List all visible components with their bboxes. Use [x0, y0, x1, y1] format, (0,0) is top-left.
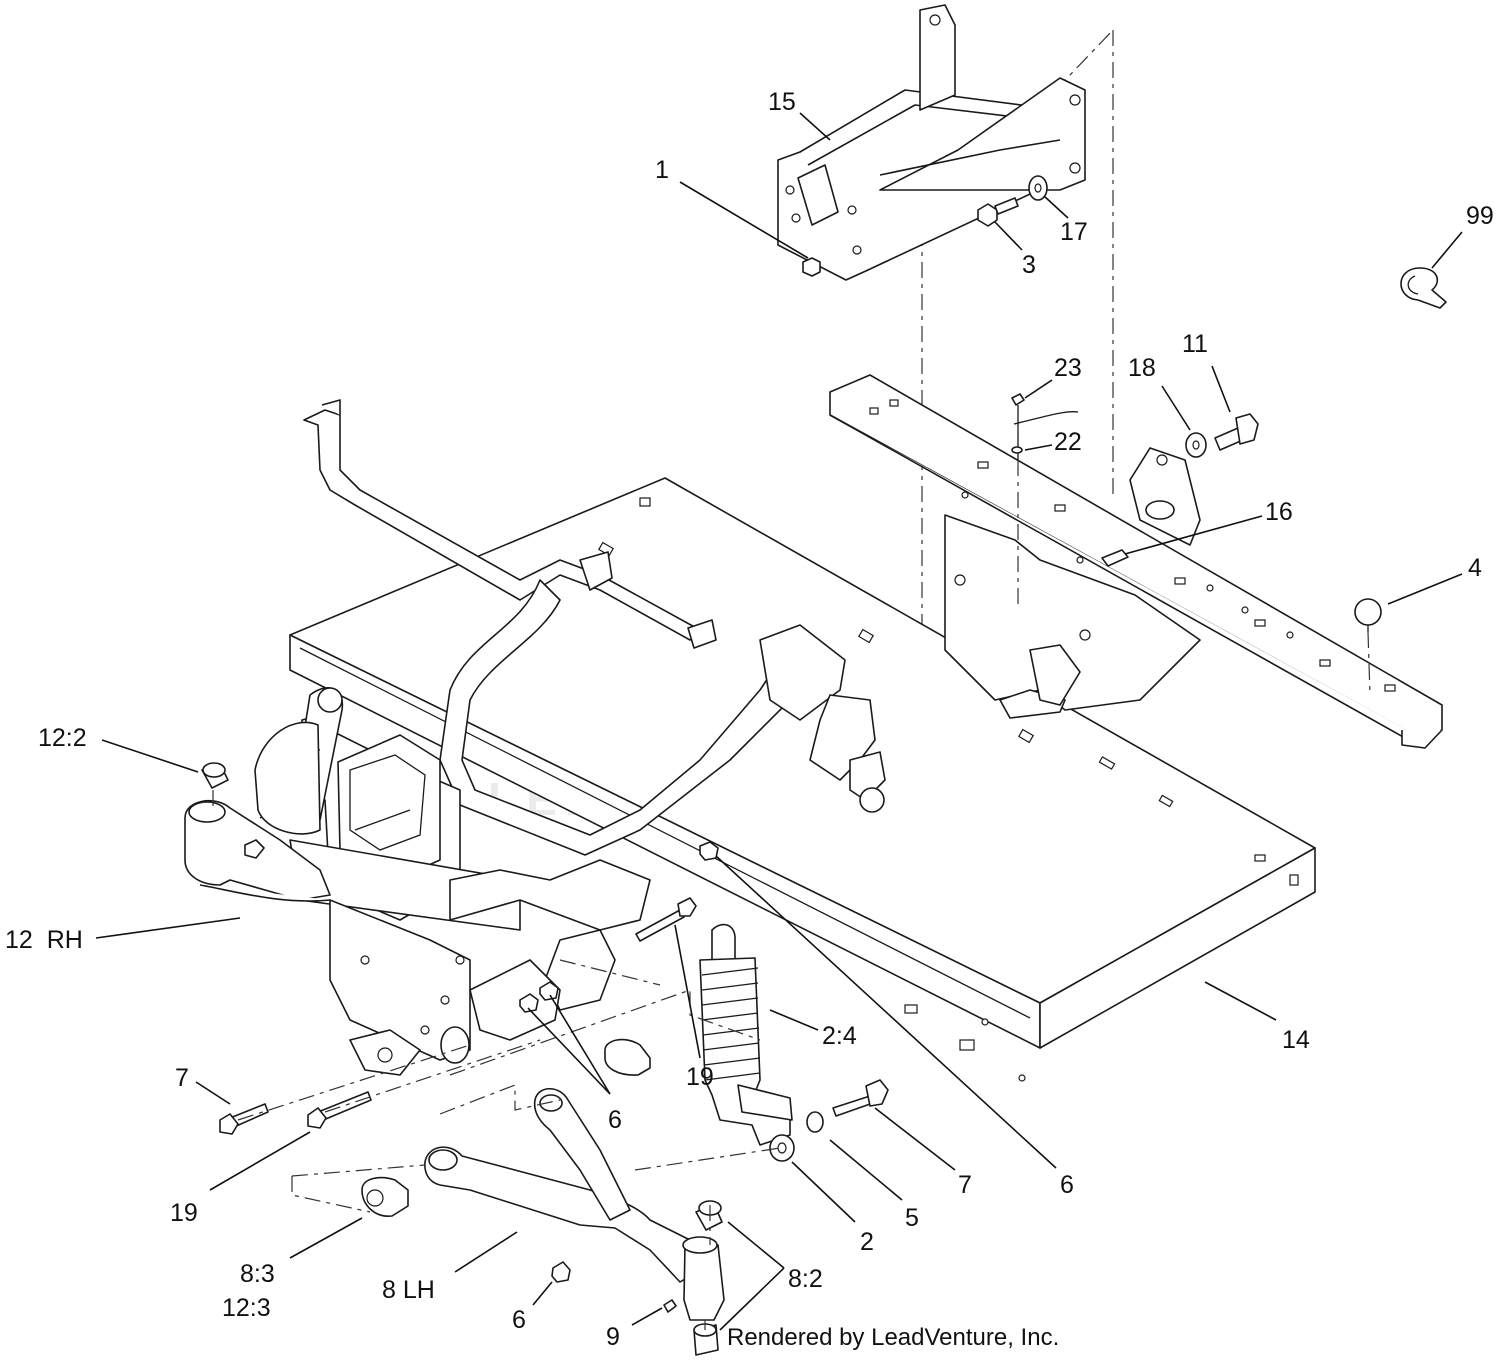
callout-19-right: 19: [686, 1063, 714, 1091]
callout-7-left: 7: [175, 1064, 189, 1092]
washer-5: [806, 1111, 824, 1133]
nut-1: [802, 257, 821, 277]
nut-6-mid-a: [519, 993, 539, 1013]
lower-shock: [699, 923, 795, 1162]
hardware-rail: [1011, 393, 1259, 610]
callout-12-rh: 12 RH: [5, 926, 83, 954]
bolt-7-right: [832, 1095, 874, 1117]
nut-6-mid-b: [539, 981, 559, 1001]
callout-18: 18: [1128, 354, 1156, 382]
hardware-top: [802, 175, 1048, 277]
render-credit: Rendered by LeadVenture, Inc.: [727, 1324, 1059, 1351]
hardware-lower: [219, 841, 889, 1313]
callout-2-4: 2:4: [822, 1022, 857, 1050]
nut-6-right: [699, 841, 719, 861]
callout-8-2: 8:2: [788, 1265, 823, 1293]
callout-22: 22: [1054, 428, 1082, 456]
callout-15: 15: [768, 88, 796, 116]
callout-9: 9: [606, 1323, 620, 1351]
callout-11: 11: [1182, 330, 1208, 358]
bushing-upper-mid: [604, 1038, 651, 1076]
bushing-8-3: [361, 1176, 409, 1217]
rear-tube-assembly: [777, 4, 1086, 281]
callout-12-3: 12:3: [222, 1294, 271, 1322]
rail-brackets: [944, 447, 1201, 719]
callout-6-bottom: 6: [512, 1306, 526, 1334]
callout-8-lh: 8 LH: [382, 1276, 435, 1304]
screw-23: [1011, 393, 1025, 406]
bolt-3: [977, 203, 998, 227]
callout-6-right: 6: [1060, 1171, 1074, 1199]
callout-2: 2: [860, 1228, 874, 1256]
callout-16: 16: [1265, 498, 1293, 526]
leader-lines: [95, 112, 1463, 1331]
washer-22: [1011, 446, 1023, 454]
callout-8-3: 8:3: [240, 1260, 275, 1288]
callout-14: 14: [1282, 1026, 1310, 1054]
fitting-9: [663, 1299, 677, 1313]
callout-12-2: 12:2: [38, 724, 87, 752]
callout-5: 5: [905, 1204, 919, 1232]
hose-clamp: [1400, 267, 1447, 309]
callout-6-mid: 6: [608, 1106, 622, 1134]
nut-6-bottom: [551, 1261, 571, 1283]
bolt-19-right: [635, 909, 685, 942]
callout-23: 23: [1054, 354, 1082, 382]
frame-rail: [829, 374, 1443, 749]
callout-labels: 1 15 17 3 99 23 18 11 22 16 4 12:2 12 RH…: [5, 88, 1494, 1351]
callout-99: 99: [1466, 202, 1494, 230]
upper-shock: [244, 687, 344, 859]
callout-7-right: 7: [958, 1171, 972, 1199]
knob: [1354, 598, 1382, 696]
callout-17: 17: [1060, 218, 1088, 246]
roll-bar: [303, 399, 886, 856]
callout-3: 3: [1022, 251, 1036, 279]
callout-4: 4: [1468, 554, 1482, 582]
callout-1: 1: [655, 156, 669, 184]
bolt-16: [1101, 549, 1129, 567]
front-bracket: [289, 714, 651, 1076]
lower-control-arm: [361, 1038, 725, 1356]
bolt-19-left: [317, 1091, 372, 1122]
callout-19-left: 19: [170, 1199, 198, 1227]
